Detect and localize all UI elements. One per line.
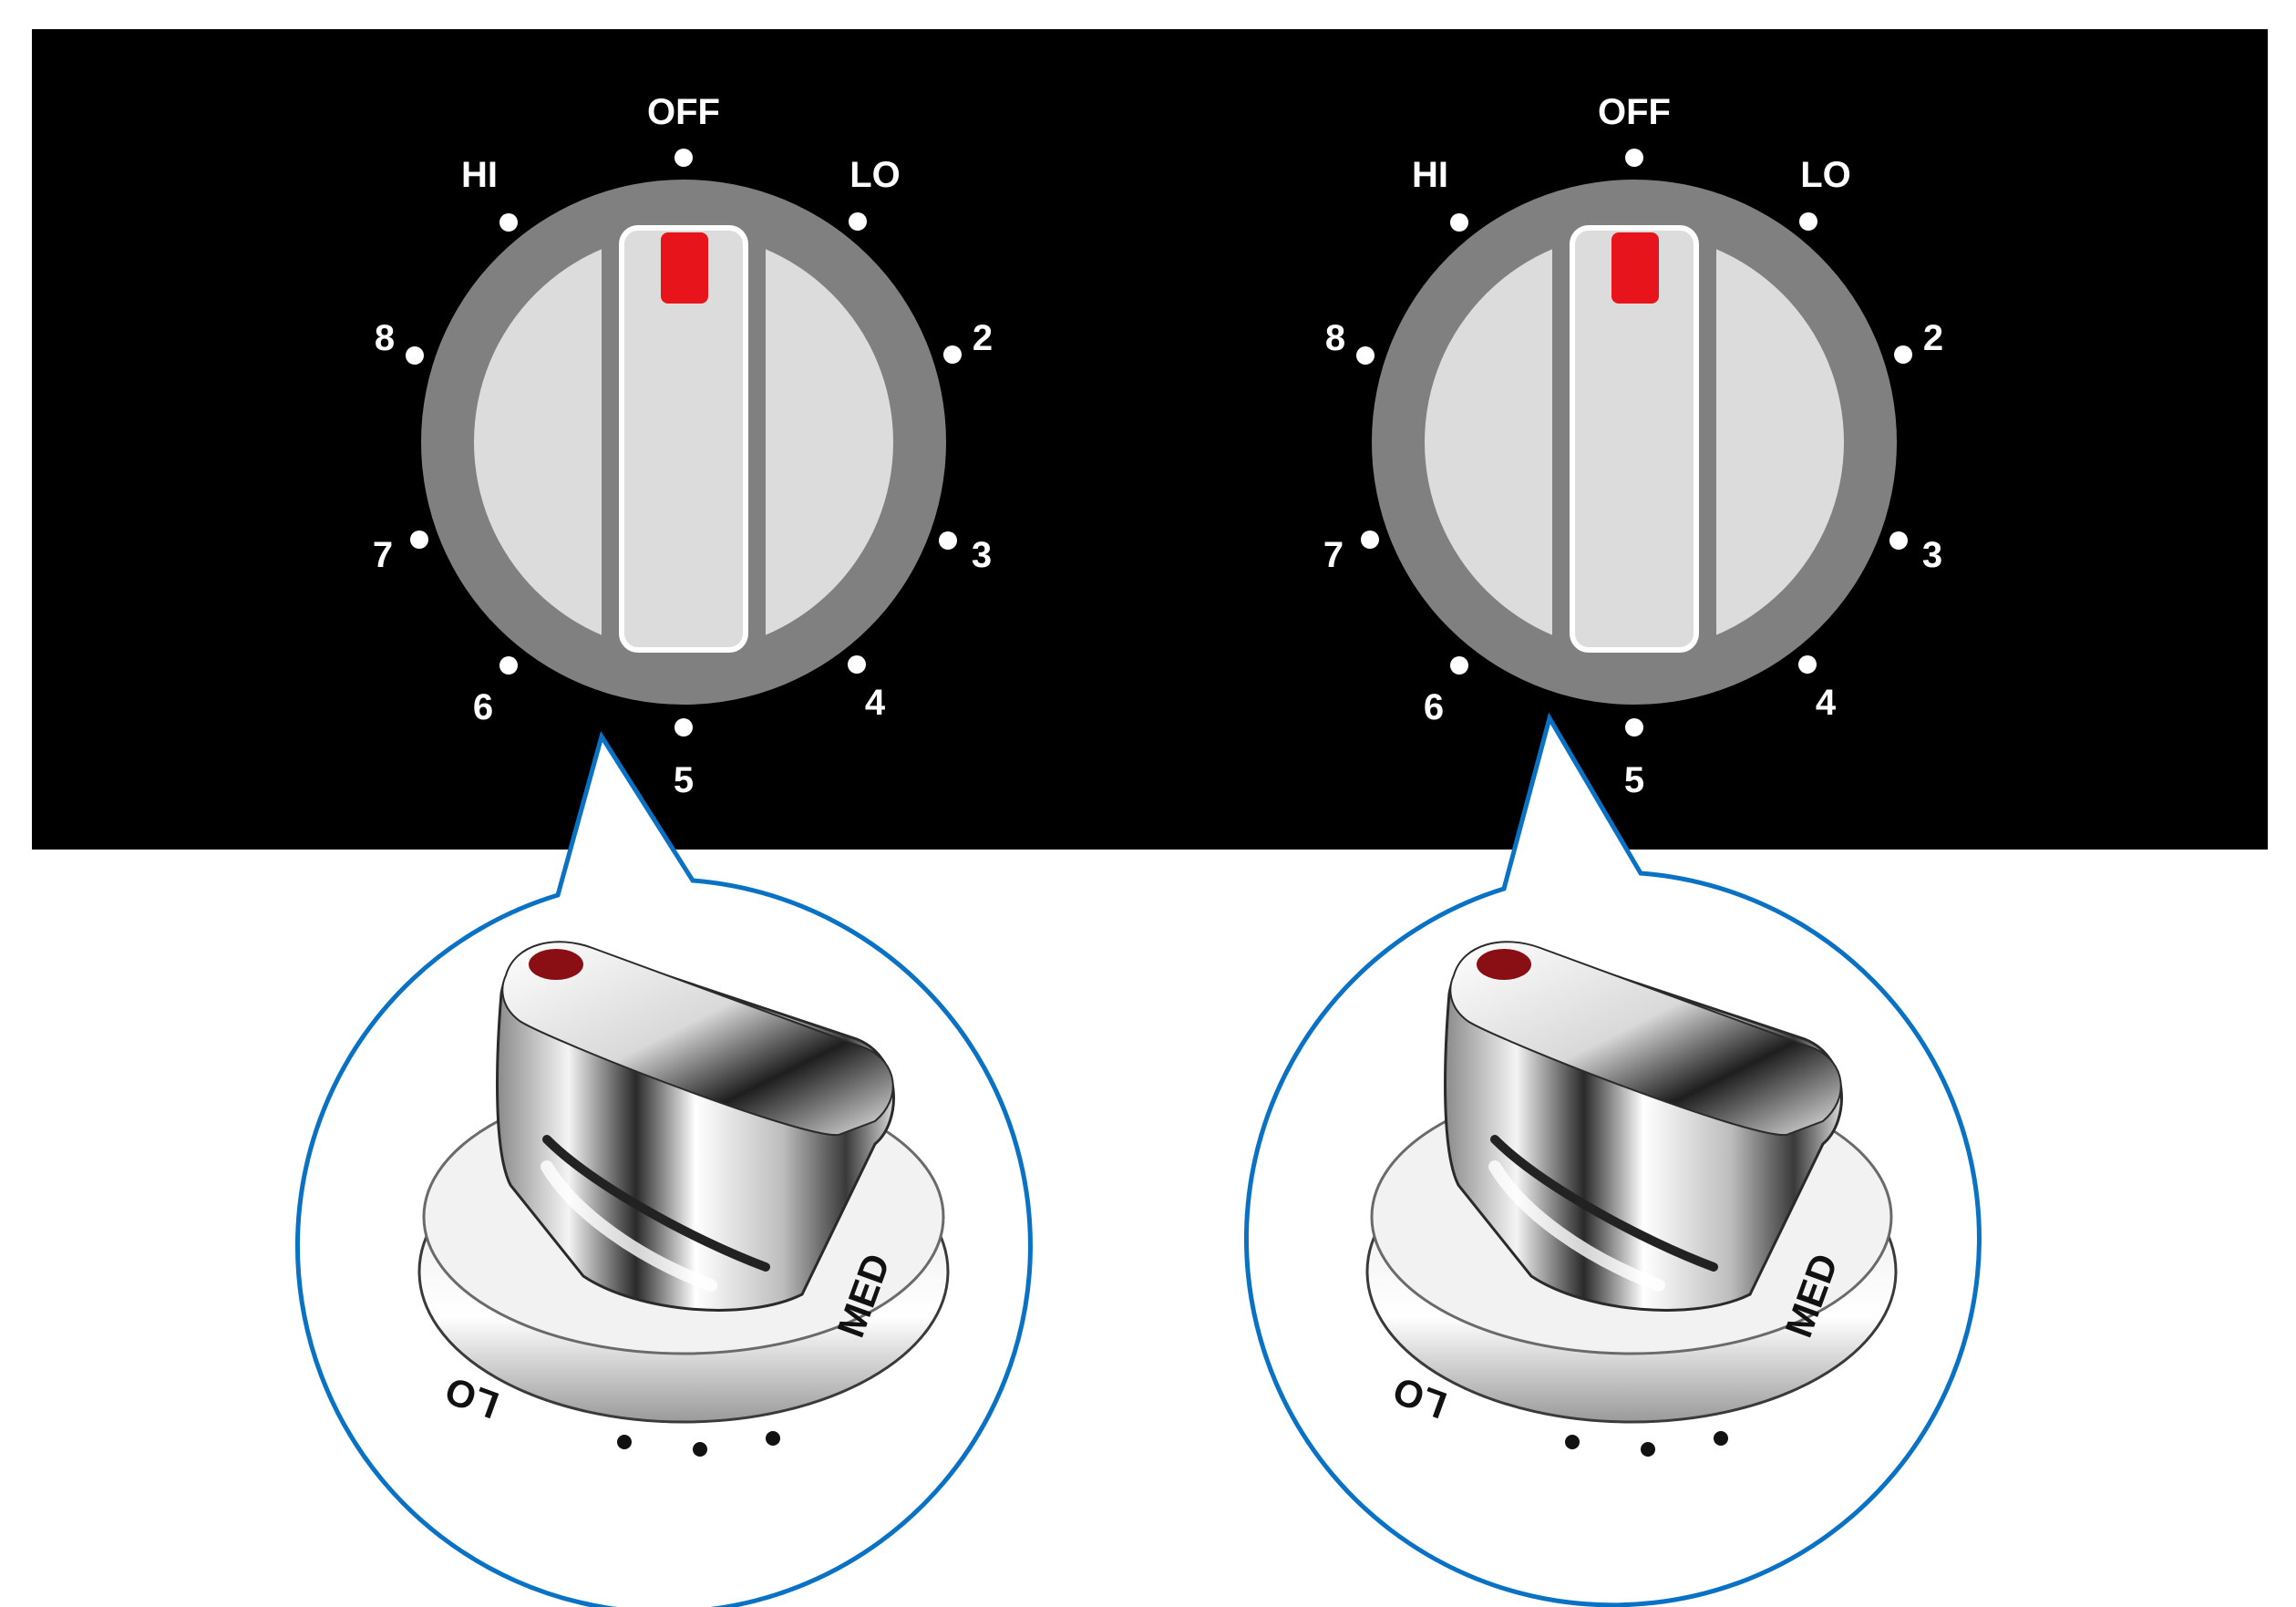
position-label-hi: HI	[1412, 155, 1448, 195]
position-dot-hi	[1450, 213, 1468, 232]
dial	[1372, 180, 1897, 705]
red-indicator-dot	[1477, 949, 1531, 980]
position-label-off: OFF	[647, 92, 720, 132]
knob-photo: LO MED	[1365, 941, 1898, 1457]
knob-1: LO MED OFF LO 2 3 4 5 6	[294, 92, 1033, 1607]
position-label-6: 6	[1424, 687, 1444, 727]
position-dot-4	[1798, 655, 1817, 674]
position-dot-4	[848, 655, 866, 674]
position-label-3: 3	[972, 535, 992, 575]
red-indicator-dot	[529, 949, 583, 980]
position-dot-off	[1625, 149, 1643, 167]
position-dot-3	[939, 531, 957, 550]
dial-scale: OFF LO 2 3 4 5 6 7 8 HI	[1323, 92, 1943, 800]
position-label-8: 8	[375, 318, 395, 358]
position-dot-2	[943, 345, 962, 364]
knob-grip[interactable]	[619, 225, 748, 653]
position-label-4: 4	[1816, 683, 1837, 723]
position-label-off: OFF	[1598, 92, 1671, 132]
position-dot-5	[1625, 718, 1643, 737]
position-label-hi: HI	[461, 155, 498, 195]
position-dot-5	[674, 718, 693, 737]
knob-photo: LO MED	[417, 941, 950, 1457]
position-label-4: 4	[865, 683, 886, 723]
knob-indicator	[661, 232, 708, 304]
position-dot-6	[499, 656, 518, 675]
position-label-5: 5	[1624, 760, 1644, 800]
position-label-7: 7	[373, 535, 393, 575]
knob-grip[interactable]	[1570, 225, 1699, 653]
position-label-2: 2	[1923, 318, 1943, 358]
position-label-2: 2	[973, 318, 993, 358]
knob-2: LO MED OFF LO 2 3 4 5 6	[1243, 92, 1982, 1607]
engraving-dot	[693, 1442, 707, 1457]
position-dot-8	[406, 346, 424, 365]
engraving-dot	[1641, 1442, 1655, 1457]
control-panel-background	[32, 29, 2268, 850]
position-label-lo: LO	[849, 155, 901, 195]
engraving-dot	[617, 1435, 632, 1449]
position-label-3: 3	[1922, 535, 1942, 575]
position-label-6: 6	[473, 687, 493, 727]
engraving-dot	[766, 1431, 780, 1446]
position-label-8: 8	[1325, 318, 1345, 358]
position-dot-6	[1450, 656, 1468, 675]
position-label-7: 7	[1323, 535, 1344, 575]
dial-scale: OFF LO 2 3 4 5 6 7 8 HI	[373, 92, 993, 800]
engraving-dot	[1714, 1431, 1728, 1446]
dial	[421, 180, 946, 705]
position-dot-7	[410, 531, 428, 549]
position-dot-8	[1356, 346, 1375, 365]
position-dot-off	[674, 149, 693, 167]
position-label-5: 5	[674, 760, 694, 800]
position-dot-7	[1361, 531, 1379, 549]
position-dot-2	[1894, 345, 1912, 364]
engraving-dot	[1565, 1435, 1580, 1449]
knob-indicator	[1611, 232, 1659, 304]
position-dot-hi	[499, 213, 518, 232]
position-dot-lo	[1799, 212, 1817, 231]
position-label-lo: LO	[1800, 155, 1851, 195]
position-dot-3	[1889, 531, 1908, 550]
position-dot-lo	[849, 212, 867, 231]
